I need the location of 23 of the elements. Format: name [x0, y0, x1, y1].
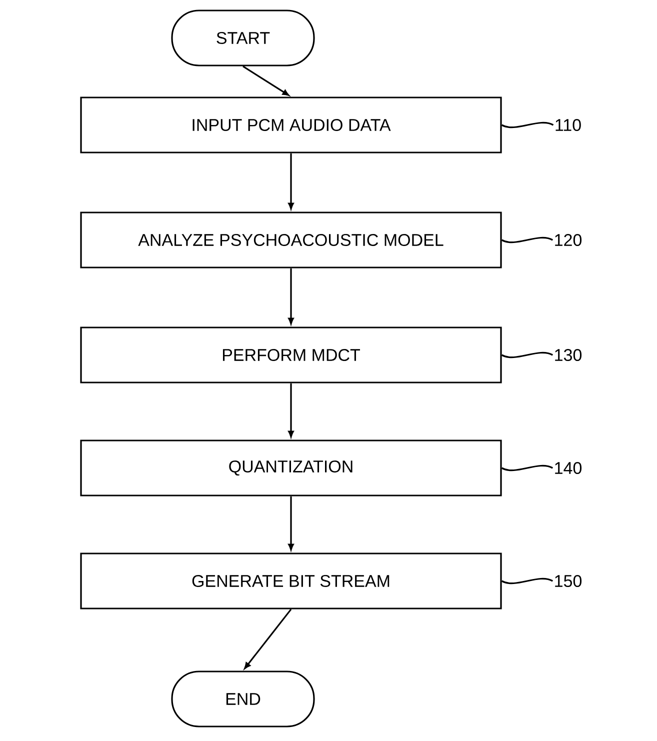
arrow: [288, 496, 294, 550]
process-box: GENERATE BIT STREAM: [80, 552, 502, 610]
leader-line: [502, 578, 553, 584]
arrow: [242, 66, 290, 96]
arrow: [288, 383, 294, 438]
arrow: [288, 268, 294, 324]
reference-numeral: 140: [555, 462, 582, 474]
reference-numeral: 130: [555, 348, 582, 362]
leader-line: [502, 122, 554, 128]
leader-line: [502, 236, 553, 244]
process-box: ANALYZE PSYCHOACOUSTIC MODEL: [80, 212, 502, 268]
arrow: [244, 608, 292, 669]
leader-line: [502, 352, 553, 358]
process-box: PERFORM MDCT: [80, 326, 502, 384]
terminal-box: END: [171, 670, 315, 728]
terminal-box: START: [171, 10, 315, 66]
reference-numeral: 110: [556, 118, 581, 132]
reference-numeral: 120: [555, 234, 582, 246]
leader-line: [502, 464, 553, 472]
arrow: [288, 153, 294, 210]
process-box: QUANTIZATION: [80, 440, 502, 496]
process-box: INPUT PCM AUDIO DATA: [80, 96, 502, 154]
reference-numeral: 150: [555, 574, 582, 588]
